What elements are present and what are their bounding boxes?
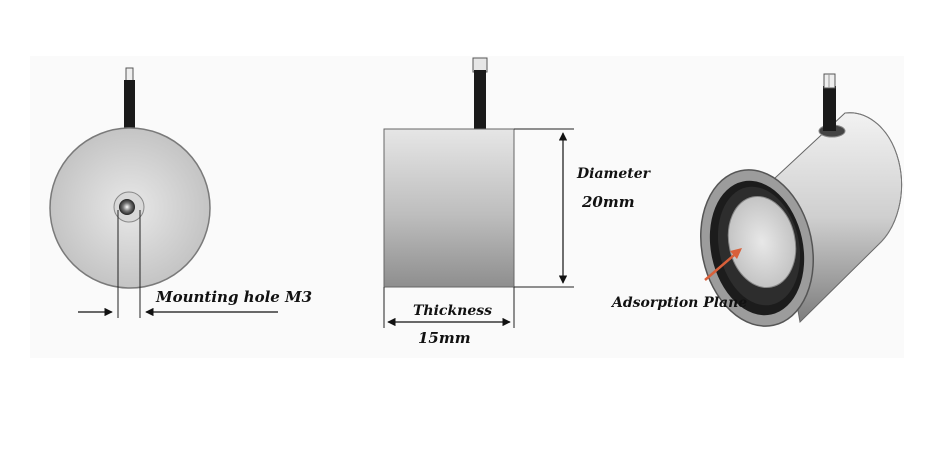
front-view: Mounting hole M3 (49, 67, 312, 318)
diameter-label: Diameter (576, 166, 652, 182)
side-wire-tip (472, 57, 488, 73)
front-wire-tip (125, 67, 134, 83)
side-view: Diameter 20mm Thickness 15mm (383, 57, 652, 347)
adsorption-plane-label: Adsorption Plane (610, 295, 747, 311)
mounting-hole-label: Mounting hole M3 (155, 288, 312, 306)
side-wire (474, 70, 486, 130)
thickness-label: Thickness (413, 303, 492, 319)
thickness-value: 15mm (418, 329, 471, 347)
perspective-wire (823, 86, 836, 131)
front-wire (124, 80, 135, 132)
adsorption-plane-icon (727, 195, 797, 289)
side-body (383, 128, 515, 288)
diameter-value: 20mm (581, 193, 635, 211)
perspective-view: Adsorption Plane (610, 73, 903, 327)
